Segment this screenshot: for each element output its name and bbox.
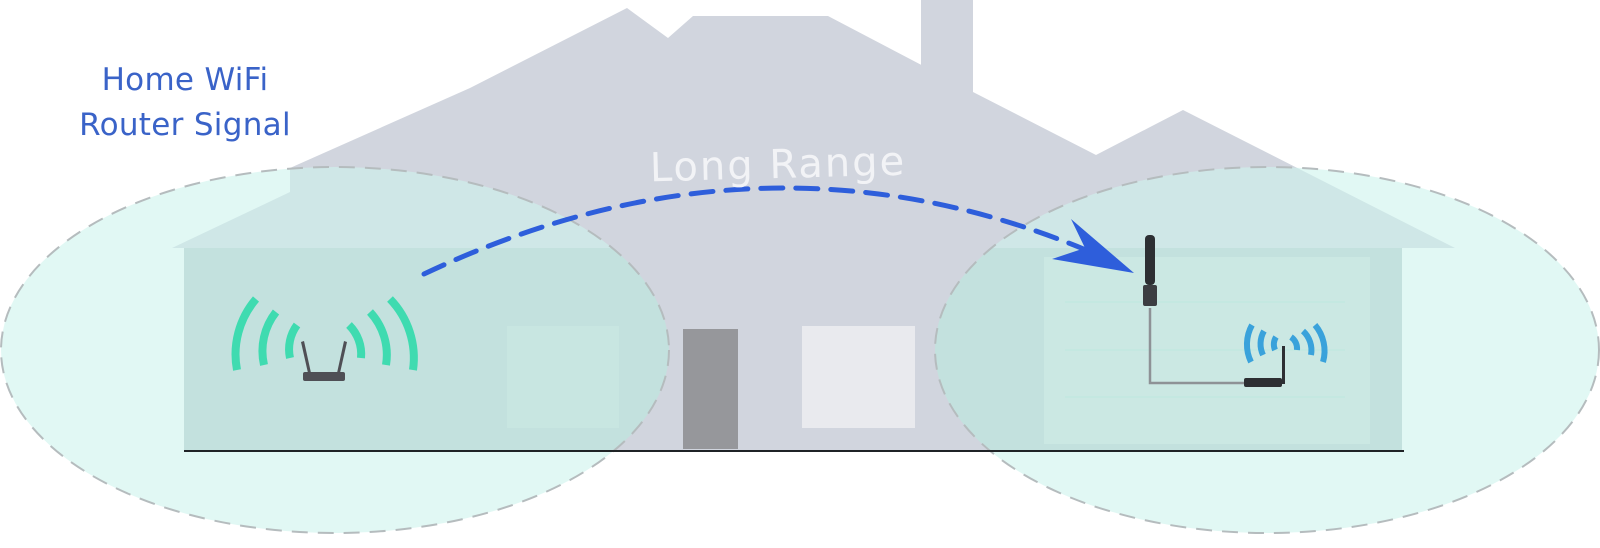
window-center [802, 326, 915, 428]
wifi-extender-icon [1244, 346, 1285, 387]
wifi-router-icon [301, 341, 347, 381]
arrow-head [1052, 219, 1134, 273]
caption-line-1: Home WiFi [101, 62, 269, 98]
diagram-caption: Home WiFi Router Signal [60, 58, 310, 148]
dashed-arrow-icon [421, 185, 1089, 277]
wifi-signal-waves-icon [231, 296, 418, 371]
range-label: Long Range [649, 139, 906, 192]
caption-line-2: Router Signal [79, 107, 291, 143]
wifi-signal-waves-icon [1243, 323, 1328, 364]
antenna-icon [1143, 235, 1250, 385]
door [683, 329, 738, 449]
